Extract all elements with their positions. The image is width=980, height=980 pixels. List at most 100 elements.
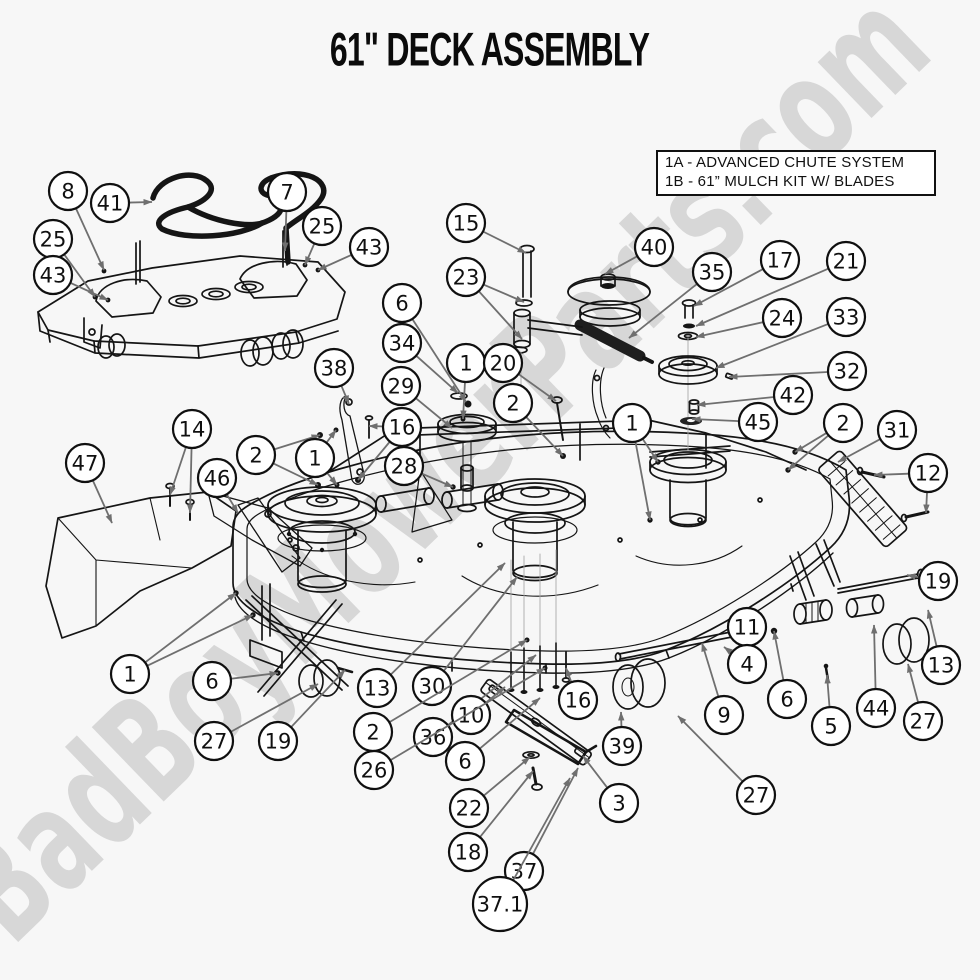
leader-line — [226, 493, 239, 514]
leader-line — [604, 255, 638, 275]
leader-line — [144, 592, 237, 664]
callout-number: 17 — [767, 249, 794, 273]
leader-line — [69, 282, 109, 301]
callout-balloon: 25 — [301, 205, 343, 247]
callout-number: 1 — [308, 447, 321, 471]
leader-line — [906, 573, 920, 580]
callout-number: 40 — [641, 236, 668, 260]
callout-number: 28 — [391, 455, 418, 479]
leader-line — [415, 397, 453, 429]
leader-line — [317, 253, 353, 271]
callout-balloon: 27 — [902, 700, 944, 742]
callout-balloon: 8 — [47, 170, 89, 212]
callout-balloon: 40 — [633, 226, 675, 268]
mini-deck-drawing — [37, 171, 346, 367]
leader-line — [871, 624, 878, 690]
callout-number: 8 — [61, 180, 74, 204]
callout-balloon: 44 — [855, 687, 897, 729]
center-spindle-drawing — [484, 478, 586, 694]
callout-number: 16 — [389, 416, 416, 440]
leader-line — [304, 243, 316, 266]
callout-number: 12 — [915, 462, 942, 486]
callout-balloon: 12 — [907, 452, 949, 494]
callout-balloon: 45 — [737, 401, 779, 443]
callout-number: 6 — [205, 670, 218, 694]
idler-pulley-drawing — [339, 392, 564, 513]
leader-line — [787, 434, 830, 471]
legend-box: 1A - ADVANCED CHUTE SYSTEM 1B - 61” MULC… — [656, 150, 936, 196]
leader-line — [517, 373, 557, 402]
leader-line — [421, 472, 454, 488]
leader-line — [691, 416, 740, 423]
leader-line — [926, 609, 938, 647]
leader-line — [146, 614, 254, 667]
callout-balloon: 42 — [772, 374, 814, 416]
leader-line — [693, 268, 764, 307]
leader-line — [91, 479, 113, 524]
leader-line — [482, 230, 527, 254]
callout-number: 1 — [625, 412, 638, 436]
callout-balloon: 1 — [445, 342, 487, 384]
callout-balloon: 16 — [557, 679, 599, 721]
callout-number: 1 — [459, 352, 472, 376]
callout-balloon: 6 — [191, 660, 233, 702]
callout-number: 7 — [280, 181, 293, 205]
callout-balloon: 47 — [64, 442, 106, 484]
callout-number: 43 — [40, 264, 67, 288]
callout-balloon: 3 — [598, 782, 640, 824]
callout-number: 27 — [201, 730, 228, 754]
callout-balloon: 29 — [380, 365, 422, 407]
callout-balloon: 25 — [32, 218, 74, 260]
callout-balloon: 26 — [353, 749, 395, 791]
top-idler-drawing — [510, 244, 654, 439]
leader-line — [824, 674, 831, 708]
callout-balloon: 2 — [492, 382, 534, 424]
callout-balloon: 27 — [193, 720, 235, 762]
right-pulley-stack-drawing — [658, 299, 735, 451]
callout-balloon: 4 — [726, 643, 768, 685]
callout-balloon: 24 — [761, 297, 803, 339]
callout-balloon: 30 — [411, 665, 453, 707]
callout-balloon: 43 — [348, 226, 390, 268]
grate-drawing — [818, 450, 930, 548]
callout-number: 42 — [780, 384, 807, 408]
leader-line — [389, 667, 546, 762]
leader-line — [478, 697, 541, 750]
callout-number: 2 — [836, 412, 849, 436]
leader-line — [479, 770, 534, 838]
callout-balloon: 35 — [691, 251, 733, 293]
callout-balloon: 19 — [257, 720, 299, 762]
leader-line — [482, 756, 531, 797]
callout-balloon: 32 — [826, 350, 868, 392]
leader-line — [290, 669, 346, 728]
callout-number: 19 — [265, 730, 292, 754]
hanger-and-wheels-drawing — [245, 539, 930, 710]
callout-balloon: 2 — [235, 434, 277, 476]
leader-line — [273, 434, 321, 451]
leader-line — [325, 429, 337, 444]
callout-balloon: 20 — [482, 342, 524, 384]
callout-number: 24 — [769, 307, 796, 331]
callout-balloon: 15 — [445, 202, 487, 244]
callout-balloon: 46 — [196, 457, 238, 499]
callout-number: 26 — [361, 759, 388, 783]
callout-number: 35 — [699, 261, 726, 285]
callout-balloon: 31 — [876, 409, 918, 451]
callout-number: 4 — [740, 653, 753, 677]
callout-balloon: 6 — [381, 282, 423, 324]
callout-number: 6 — [458, 750, 471, 774]
callout-balloon: 2 — [352, 711, 394, 753]
leader-line — [715, 323, 829, 369]
callout-number: 6 — [395, 292, 408, 316]
callout-number: 39 — [609, 735, 636, 759]
callout-number: 32 — [834, 360, 861, 384]
callout-balloon: 23 — [445, 256, 487, 298]
leader-line — [565, 667, 573, 683]
leader-line — [187, 447, 194, 514]
callout-number: 19 — [925, 570, 952, 594]
callout-balloon: 16 — [381, 406, 423, 448]
callout-number: 22 — [456, 797, 483, 821]
callout-balloon: 22 — [448, 787, 490, 829]
callout-number: 20 — [490, 352, 517, 376]
